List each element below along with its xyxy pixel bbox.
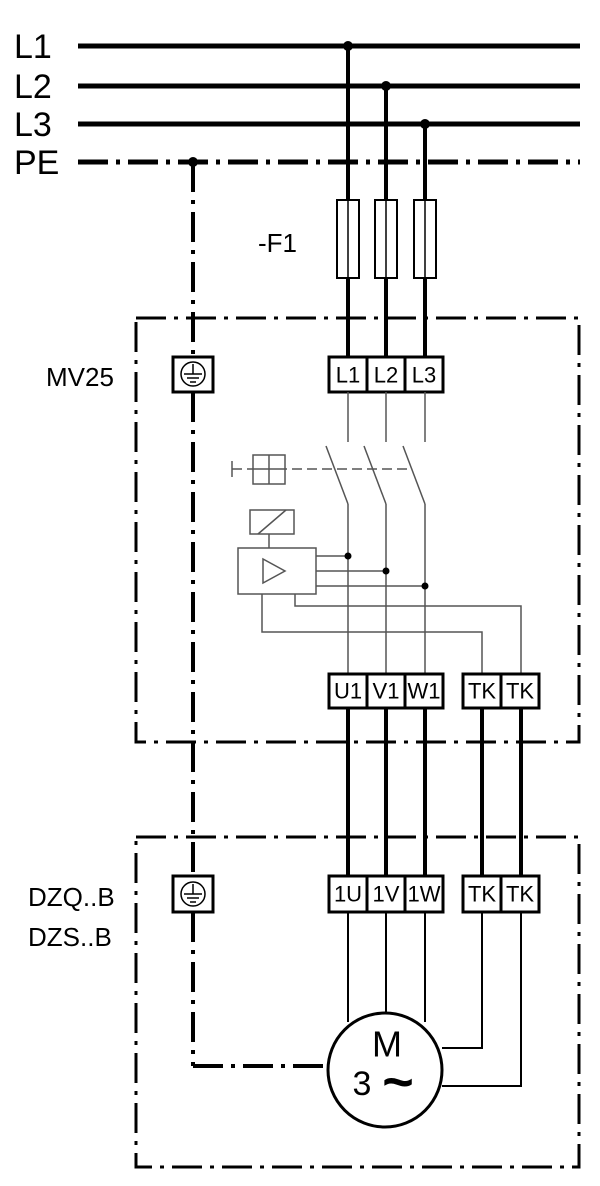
terminal-label: L2: [374, 363, 398, 388]
terminal-label: V1: [373, 679, 400, 704]
control-amplifier-icon: [237, 547, 317, 595]
terminal-label: TK: [506, 679, 534, 704]
terminal-label: L3: [412, 363, 436, 388]
ground-icon: [171, 874, 215, 914]
ground-icon: [171, 355, 215, 394]
motor-unit-label-line2: DZS..B: [28, 922, 112, 952]
motor-cables: [346, 708, 523, 876]
rail-junctions: [188, 41, 430, 167]
power-rails: [78, 43, 580, 165]
motor-terminals: 1U 1V 1W TK TK: [327, 874, 541, 914]
control-wiring: [261, 555, 522, 674]
terminal-label: TK: [468, 679, 496, 704]
motor-phase: 3: [353, 1065, 372, 1103]
terminal-label: 1W: [408, 882, 441, 907]
motor-enclosure: [134, 835, 581, 1169]
mv25-input-terminals: L1 L2 L3: [327, 355, 445, 394]
terminal-label: TK: [506, 882, 534, 907]
motor-wiring: [347, 912, 522, 1087]
control-junctions: [344, 552, 429, 590]
mv25-enclosure: [134, 316, 581, 744]
motor-unit-label-line1: DZQ..B: [28, 882, 115, 912]
terminal-label: 1V: [373, 882, 400, 907]
fuse-label: -F1: [258, 228, 297, 258]
rail-label-l2: L2: [14, 68, 52, 106]
terminal-label: TK: [468, 882, 496, 907]
terminal-label: 1U: [334, 882, 362, 907]
mv25-label: MV25: [46, 362, 114, 392]
pe-conductor: [191, 162, 330, 1068]
mv25-output-terminals: U1 V1 W1 TK TK: [327, 672, 541, 710]
terminal-label: L1: [336, 363, 360, 388]
fuse-f1: [336, 199, 437, 279]
terminal-label: U1: [334, 679, 362, 704]
coil-icon: [249, 509, 295, 548]
motor-icon: M 3 ~: [326, 1011, 444, 1129]
rail-label-l3: L3: [14, 106, 52, 144]
motor-ac-symbol: ~: [382, 1052, 414, 1112]
motor-letter: M: [372, 1024, 402, 1065]
thermal-element-icon: [252, 454, 286, 485]
rail-label-pe: PE: [14, 144, 59, 182]
rail-label-l1: L1: [14, 28, 52, 66]
terminal-label: W1: [408, 679, 441, 704]
